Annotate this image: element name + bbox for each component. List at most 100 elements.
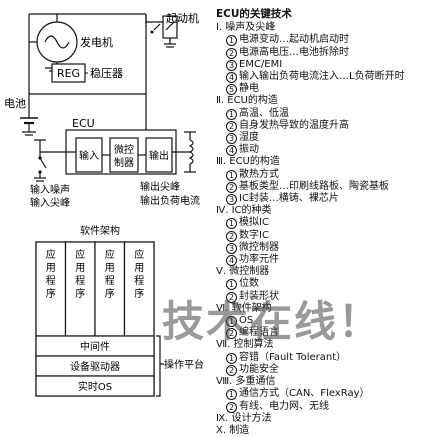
starter-label: 起动机: [166, 11, 199, 25]
mcu-block: [109, 137, 139, 173]
app-column-label: 用: [134, 263, 144, 274]
item-number-badge: 2: [226, 291, 237, 303]
tech-item-text: 封装形状: [239, 290, 279, 302]
tech-item-text: 基板类型…印刷线路板、陶瓷基板: [239, 180, 389, 192]
app-column-label: 应: [134, 248, 144, 261]
app-column-label: 序: [46, 287, 56, 300]
app-column: [123, 241, 155, 337]
item-number-badge: 1: [226, 108, 237, 120]
app-column-label: 程: [46, 275, 56, 287]
tech-item-text: 微控制器: [239, 241, 279, 253]
tech-section-heading: Ⅹ. 制造: [216, 424, 250, 436]
tech-item-text: OS: [239, 315, 254, 327]
tech-item-text: 静电: [239, 83, 259, 95]
mcu-block-label-1: 微控: [114, 143, 134, 156]
app-column-label: 应: [46, 248, 56, 261]
app-column-label: 应: [105, 248, 115, 261]
tech-list-title: ECU的关键技术: [216, 8, 292, 20]
tech-item-text: 容错（Fault Tolerant）: [239, 351, 347, 363]
middleware-label: 中间件: [80, 340, 110, 353]
tech-section-heading: Ⅱ. ECU的构造: [216, 95, 278, 107]
app-column-label: 应: [75, 248, 85, 261]
tech-item-text: 自身发热导致的温度升高: [239, 119, 349, 131]
tech-section-heading: Ⅵ. 软件架构: [216, 302, 272, 314]
tech-item-text: 功能安全: [239, 363, 279, 375]
output-spike-label: 输出尖峰: [140, 180, 180, 193]
starter-symbol: [146, 15, 178, 48]
output-block-label: 输出: [149, 149, 169, 162]
item-number-badge: 4: [226, 145, 237, 157]
input-noise-label: 输入噪声: [30, 183, 70, 196]
app-column: [64, 241, 96, 337]
app-column-label: 用: [105, 263, 115, 274]
tech-item-text: IC封装…横铸、裸芯片: [239, 193, 339, 205]
tech-section-heading: Ⅴ. 微控制器: [216, 266, 270, 278]
item-number-badge: 2: [226, 230, 237, 242]
item-number-badge: 3: [226, 194, 237, 206]
tech-item-text: EMC/EMI: [239, 58, 283, 70]
item-number-badge: 2: [226, 181, 237, 193]
regulator-label: 稳压器: [90, 66, 123, 80]
item-number-badge: 3: [226, 59, 237, 71]
ecu-circuit-diagram: 发电机 REG 稳压器 起动机 电池 ECU 输入 微控 制器 输出: [4, 11, 200, 209]
app-column-label: 用: [75, 263, 85, 274]
device-driver-label: 设备驱动器: [70, 360, 120, 373]
tech-section-heading: Ⅲ. ECU的构造: [216, 156, 280, 168]
battery-symbol: [20, 117, 38, 136]
app-column-label: 程: [75, 275, 85, 287]
app-column-label: 序: [105, 287, 115, 300]
tech-section-heading: Ⅷ. 多重通信: [216, 376, 276, 388]
reg-label: REG: [57, 67, 80, 80]
platform-brace: [156, 335, 164, 397]
item-number-badge: 1: [226, 389, 237, 401]
item-number-badge: 4: [226, 72, 237, 84]
app-column-label: 序: [75, 287, 85, 300]
item-number-badge: 2: [226, 364, 237, 376]
tech-item-text: 输入输出负荷电流注入…L负荷断开时: [239, 71, 405, 83]
tech-item-text: 湿度: [239, 132, 259, 144]
item-number-badge: 2: [226, 120, 237, 132]
tech-item-text: 通信方式（CAN、FlexRay）: [239, 388, 370, 400]
app-column: [94, 241, 126, 337]
app-column: [35, 241, 67, 337]
item-number-badge: 5: [226, 84, 237, 96]
platform-label: 操作平台: [164, 358, 204, 371]
item-number-badge: 2: [226, 328, 237, 340]
item-number-badge: 3: [226, 242, 237, 254]
software-arch-title: 软件架构: [80, 224, 120, 237]
tech-section-heading: Ⅸ. 设计方法: [216, 412, 272, 424]
rtos-layer: [35, 375, 155, 397]
tech-item-text: 散热方式: [239, 168, 279, 180]
tech-item-text: 编程语言: [239, 327, 279, 339]
tech-item-text: 振动: [239, 144, 259, 156]
item-number-badge: 1: [226, 316, 237, 328]
tech-section-heading: Ⅶ. 控制算法: [216, 339, 274, 351]
item-number-badge: 4: [226, 255, 237, 267]
generator-label: 发电机: [80, 35, 113, 49]
item-number-badge: 2: [226, 47, 237, 59]
tech-item-text: 模拟IC: [239, 217, 269, 229]
item-number-badge: 1: [226, 352, 237, 364]
item-number-badge: 2: [226, 401, 237, 413]
